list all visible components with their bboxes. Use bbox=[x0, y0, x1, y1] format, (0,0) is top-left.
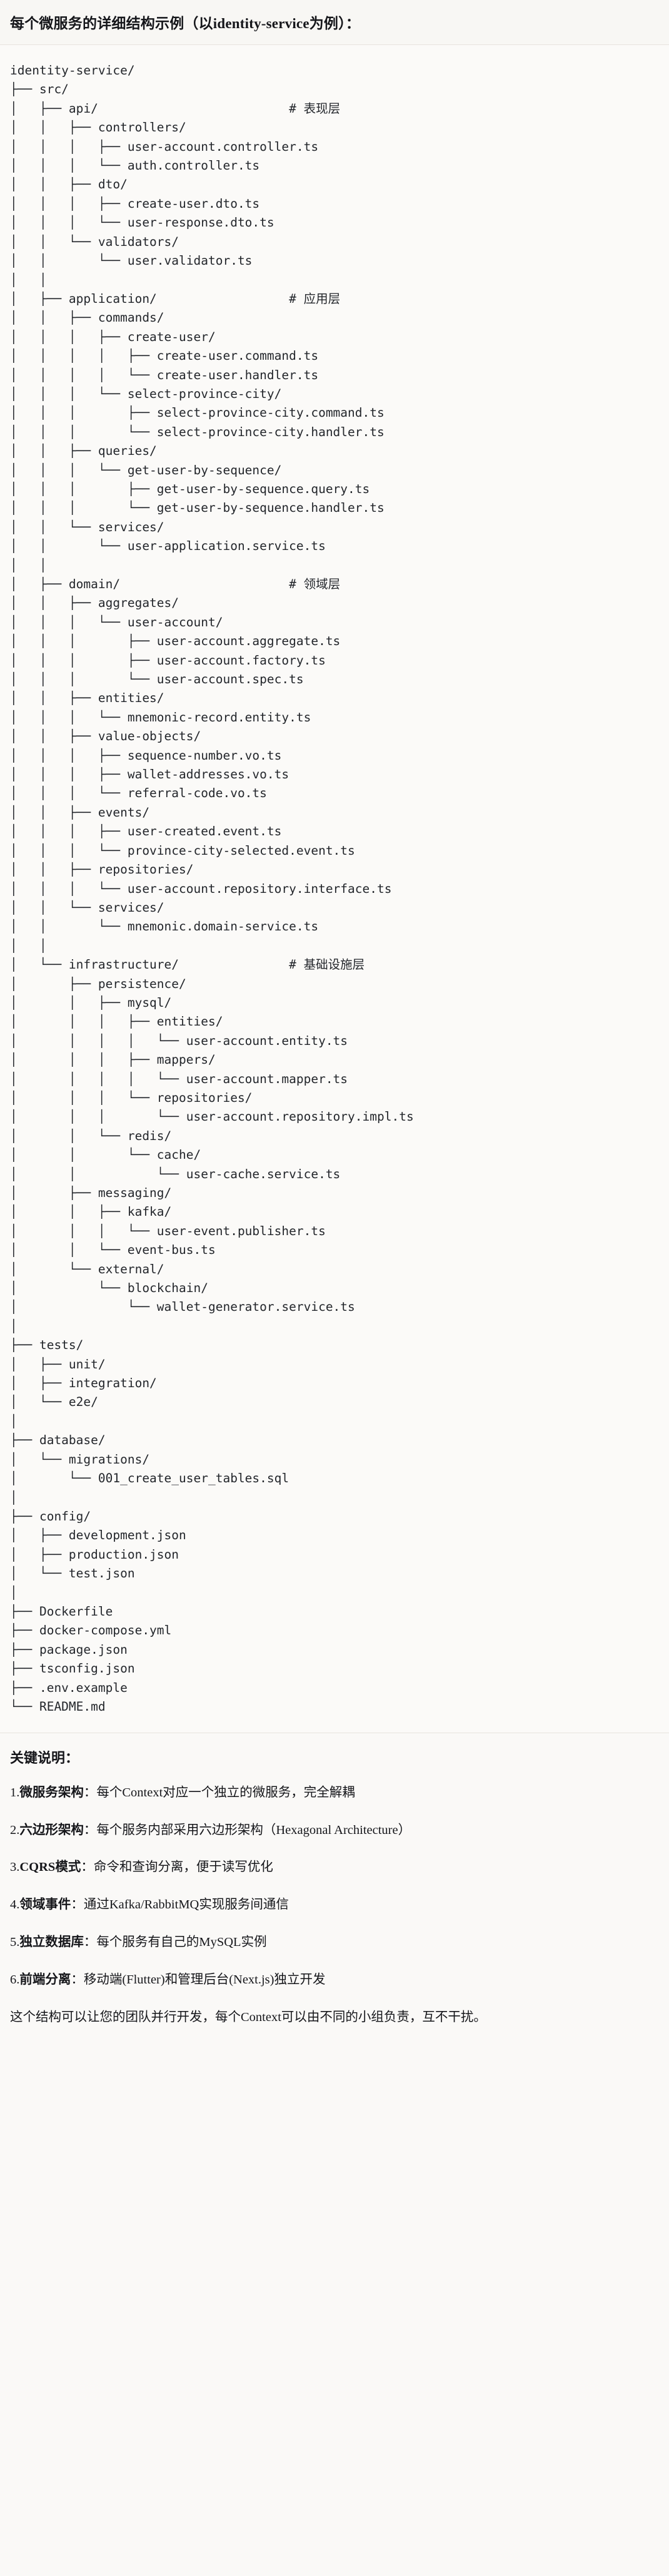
note-separator: ： bbox=[71, 1972, 84, 1987]
note-term: 领域事件 bbox=[19, 1898, 71, 1912]
key-notes-section: 关键说明： 1.微服务架构：每个Context对应一个独立的微服务，完全解耦 2… bbox=[0, 1733, 669, 2044]
note-description: 命令和查询分离，便于读写优化 bbox=[93, 1860, 273, 1875]
note-term: 微服务架构 bbox=[19, 1785, 84, 1800]
note-description: 每个服务内部采用六边形架构（Hexagonal Architecture） bbox=[96, 1823, 411, 1837]
note-separator: ： bbox=[81, 1860, 94, 1875]
page-title: 每个微服务的详细结构示例（以identity-service为例）： bbox=[10, 16, 361, 31]
note-number: 4. bbox=[10, 1898, 20, 1912]
key-notes-list: 1.微服务架构：每个Context对应一个独立的微服务，完全解耦 2.六边形架构… bbox=[10, 1784, 659, 1989]
note-number: 3. bbox=[10, 1860, 20, 1875]
directory-tree: identity-service/ ├── src/ │ ├── api/ # … bbox=[10, 63, 414, 1714]
directory-tree-section: identity-service/ ├── src/ │ ├── api/ # … bbox=[0, 45, 669, 1734]
note-description: 移动端(Flutter)和管理后台(Next.js)独立开发 bbox=[83, 1972, 326, 1987]
closing-paragraph: 这个结构可以让您的团队并行开发，每个Context可以由不同的小组负责，互不干扰… bbox=[10, 2010, 486, 2025]
list-item: 3.CQRS模式：命令和查询分离，便于读写优化 bbox=[10, 1858, 659, 1877]
note-term: 独立数据库 bbox=[19, 1935, 84, 1949]
note-term: CQRS模式 bbox=[19, 1860, 81, 1875]
note-term: 六边形架构 bbox=[19, 1823, 84, 1837]
key-notes-heading: 关键说明： bbox=[10, 1750, 79, 1766]
list-item: 4.领域事件：通过Kafka/RabbitMQ实现服务间通信 bbox=[10, 1896, 659, 1915]
note-description: 每个Context对应一个独立的微服务，完全解耦 bbox=[96, 1785, 355, 1800]
note-number: 1. bbox=[10, 1785, 20, 1800]
title-section: 每个微服务的详细结构示例（以identity-service为例）： bbox=[0, 0, 669, 46]
note-separator: ： bbox=[83, 1823, 97, 1837]
list-item: 5.独立数据库：每个服务有自己的MySQL实例 bbox=[10, 1933, 659, 1952]
note-number: 2. bbox=[10, 1823, 20, 1837]
note-separator: ： bbox=[83, 1785, 97, 1800]
note-description: 通过Kafka/RabbitMQ实现服务间通信 bbox=[83, 1898, 289, 1912]
note-separator: ： bbox=[71, 1898, 84, 1912]
note-number: 5. bbox=[10, 1935, 20, 1949]
note-number: 6. bbox=[10, 1972, 20, 1987]
page-root: 每个微服务的详细结构示例（以identity-service为例）： ident… bbox=[0, 0, 669, 2044]
note-description: 每个服务有自己的MySQL实例 bbox=[96, 1935, 267, 1949]
note-separator: ： bbox=[83, 1935, 97, 1949]
list-item: 6.前端分离：移动端(Flutter)和管理后台(Next.js)独立开发 bbox=[10, 1971, 659, 1990]
list-item: 2.六边形架构：每个服务内部采用六边形架构（Hexagonal Architec… bbox=[10, 1821, 659, 1840]
note-term: 前端分离 bbox=[19, 1972, 71, 1987]
list-item: 1.微服务架构：每个Context对应一个独立的微服务，完全解耦 bbox=[10, 1784, 659, 1803]
